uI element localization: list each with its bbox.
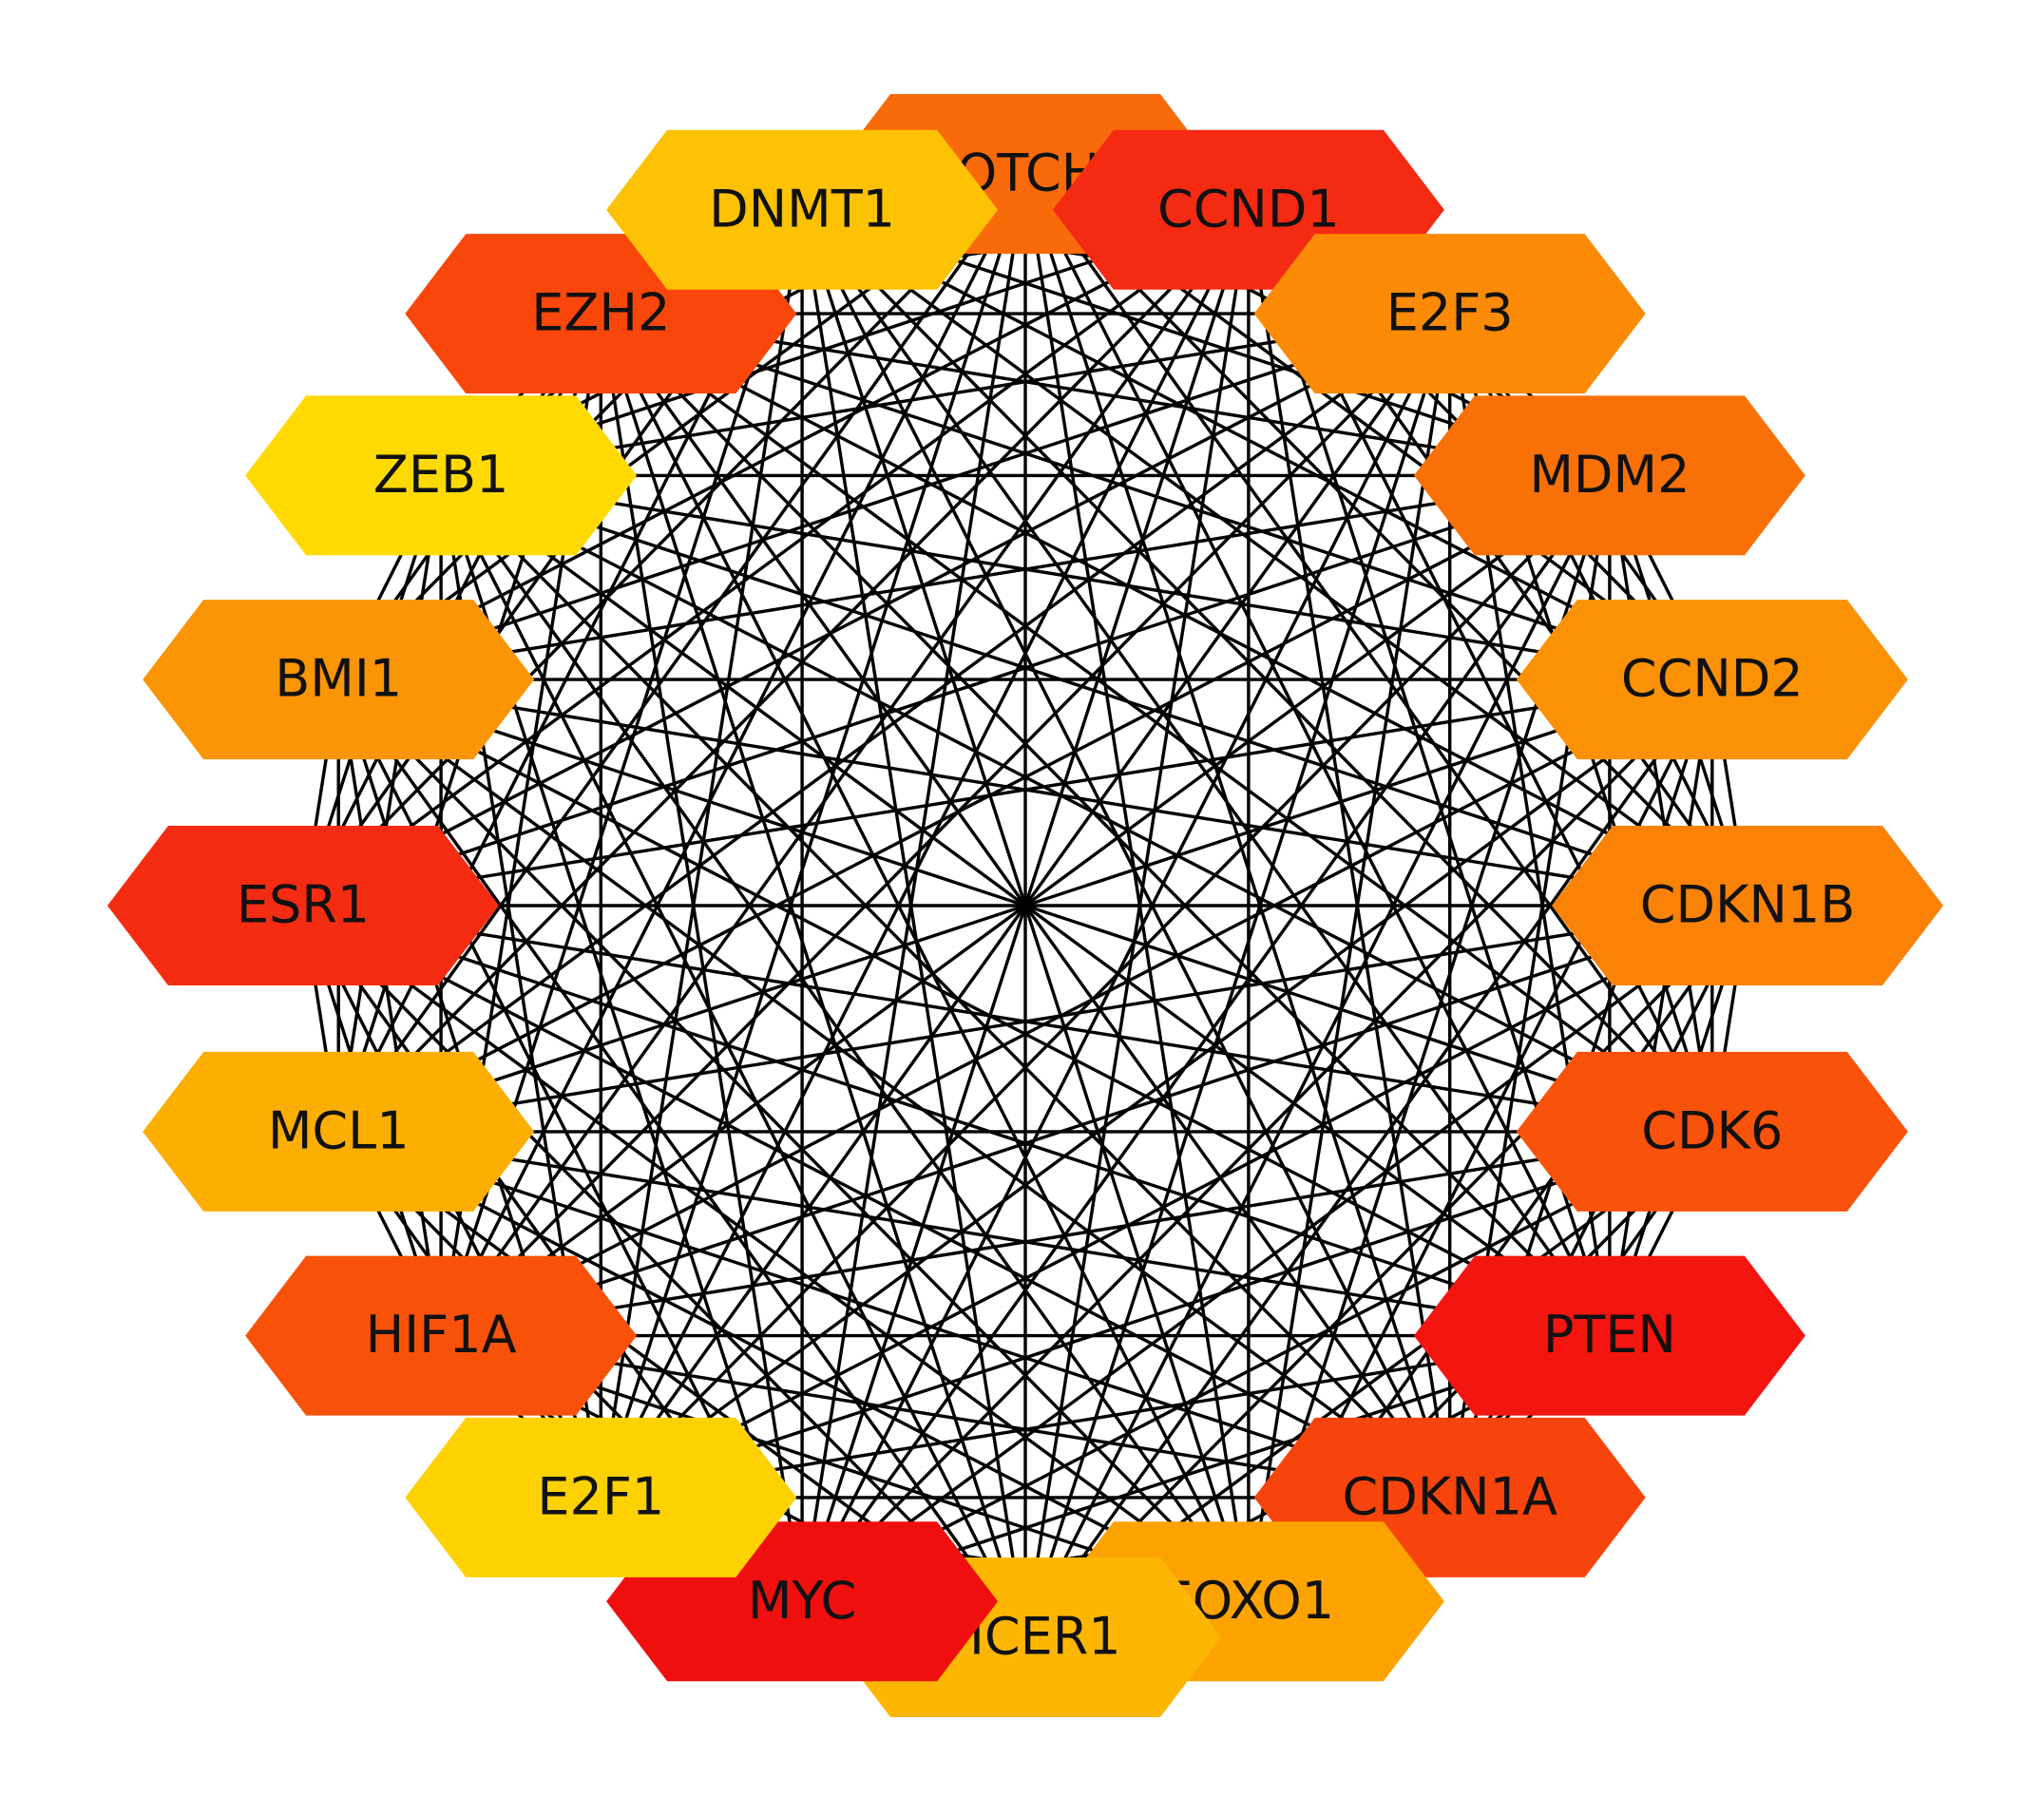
- node-hexagon: [1552, 826, 1943, 985]
- node-label: CDKN1A: [1343, 1467, 1557, 1527]
- node-hexagon: [245, 395, 638, 556]
- node-bmi1[interactable]: BMI1: [143, 600, 535, 760]
- edge-ccnd2-ezh2: [600, 312, 1713, 681]
- nodes-layer: NOTCH1CCND1E2F3MDM2CCND2CDKN1BCDK6PTENCD…: [107, 94, 1943, 1717]
- node-hexagon: [1253, 234, 1646, 394]
- edge-cdkn1a-dnmt1: [800, 208, 1452, 1499]
- node-e2f3[interactable]: E2F3: [1253, 234, 1646, 394]
- node-ccnd2[interactable]: CCND2: [1516, 600, 1908, 760]
- edge-dicer1-ezh2: [599, 313, 1027, 1638]
- node-hexagon: [143, 600, 535, 760]
- node-label: CCND1: [1157, 179, 1340, 239]
- node-hexagon: [143, 1051, 535, 1212]
- edge-foxo1-esr1: [301, 904, 1250, 1603]
- node-hexagon: [245, 1255, 638, 1416]
- node-label: CDK6: [1641, 1101, 1783, 1161]
- node-label: CCND2: [1621, 649, 1804, 709]
- node-label: E2F1: [537, 1467, 664, 1527]
- node-label: EZH2: [531, 283, 670, 343]
- node-esr1[interactable]: ESR1: [107, 826, 499, 985]
- edge-myc-ezh2: [599, 313, 804, 1602]
- node-cdkn1b[interactable]: CDKN1B: [1552, 826, 1943, 985]
- node-hexagon: [1516, 1051, 1908, 1212]
- node-label: ESR1: [237, 875, 370, 935]
- node-label: CDKN1B: [1640, 875, 1856, 935]
- edge-ccnd2-pten: [1608, 678, 1714, 1336]
- node-mdm2[interactable]: MDM2: [1413, 395, 1805, 556]
- edge-notch1-myc: [800, 173, 1027, 1602]
- edge-cdkn1b-dicer1: [1023, 904, 1749, 1639]
- node-label: MYC: [748, 1571, 856, 1631]
- edge-cdkn1b-ezh2: [600, 312, 1748, 908]
- node-hexagon: [1516, 600, 1908, 760]
- edge-mdm2-cdk6: [1608, 475, 1714, 1133]
- node-hexagon: [606, 129, 999, 290]
- node-label: MCL1: [268, 1101, 410, 1161]
- node-label: ZEB1: [373, 445, 509, 505]
- node-hexagon: [405, 1417, 797, 1577]
- edge-dicer1-esr1: [301, 904, 1027, 1639]
- node-e2f1[interactable]: E2F1: [405, 1417, 797, 1577]
- edge-mdm2-e2f1: [600, 474, 1612, 1500]
- edge-notch1-cdkn1b: [1023, 172, 1749, 908]
- node-label: E2F3: [1386, 283, 1514, 343]
- edge-ccnd1-bmi1: [337, 208, 1250, 681]
- edge-cdk6-zeb1: [440, 473, 1713, 1134]
- edge-cdkn1b-bmi1: [337, 678, 1748, 908]
- edge-notch1-esr1: [301, 172, 1027, 908]
- edge-ccnd1-dicer1: [1023, 209, 1251, 1638]
- edge-mcl1-zeb1: [336, 475, 443, 1133]
- edge-dicer1-zeb1: [439, 474, 1027, 1638]
- node-mcl1[interactable]: MCL1: [143, 1051, 535, 1212]
- node-cdk6[interactable]: CDK6: [1516, 1051, 1908, 1212]
- edge-cdkn1b-mcl1: [337, 904, 1748, 1134]
- edge-cdkn1b-dnmt1: [801, 208, 1749, 908]
- edge-cdkn1a-zeb1: [439, 474, 1451, 1500]
- edge-cdkn1a-mcl1: [337, 1130, 1451, 1500]
- edge-e2f1-dnmt1: [599, 209, 804, 1499]
- node-label: HIF1A: [366, 1305, 517, 1365]
- edge-cdkn1b-zeb1: [440, 473, 1748, 908]
- node-hexagon: [1413, 1255, 1805, 1416]
- edge-cdk6-myc: [801, 1130, 1713, 1603]
- edge-pten-bmi1: [337, 678, 1611, 1338]
- edge-ccnd2-esr1: [302, 678, 1713, 908]
- edge-ccnd2-hif1a: [440, 678, 1713, 1338]
- edge-pten-ezh2: [600, 312, 1612, 1337]
- node-hif1a[interactable]: HIF1A: [245, 1255, 638, 1416]
- edge-pten-dnmt1: [800, 208, 1612, 1337]
- edge-dicer1-dnmt1: [800, 209, 1027, 1638]
- node-dnmt1[interactable]: DNMT1: [606, 129, 999, 290]
- edge-mdm2-mcl1: [337, 473, 1611, 1134]
- edge-e2f3-myc: [800, 313, 1452, 1603]
- node-label: PTEN: [1543, 1305, 1676, 1365]
- node-zeb1[interactable]: ZEB1: [245, 395, 638, 556]
- edge-hif1a-bmi1: [336, 678, 443, 1336]
- edge-ccnd1-e2f1: [599, 208, 1251, 1499]
- edge-ccnd2-dnmt1: [801, 208, 1713, 681]
- node-pten[interactable]: PTEN: [1413, 1255, 1805, 1416]
- node-hexagon: [107, 826, 499, 985]
- edge-dicer1-bmi1: [336, 678, 1027, 1638]
- node-hexagon: [1413, 395, 1805, 556]
- node-label: DNMT1: [709, 179, 895, 239]
- edge-foxo1-dnmt1: [800, 209, 1251, 1602]
- edge-cdk6-dnmt1: [800, 208, 1714, 1134]
- edge-e2f3-hif1a: [439, 312, 1451, 1337]
- edge-cdk6-ezh2: [600, 312, 1713, 1134]
- edge-foxo1-mcl1: [337, 1130, 1250, 1603]
- edge-cdk6-esr1: [302, 904, 1713, 1134]
- edge-foxo1-ezh2: [599, 313, 1251, 1603]
- edge-notch1-foxo1: [1023, 173, 1251, 1602]
- node-label: MDM2: [1529, 445, 1690, 505]
- node-label: BMI1: [275, 649, 402, 709]
